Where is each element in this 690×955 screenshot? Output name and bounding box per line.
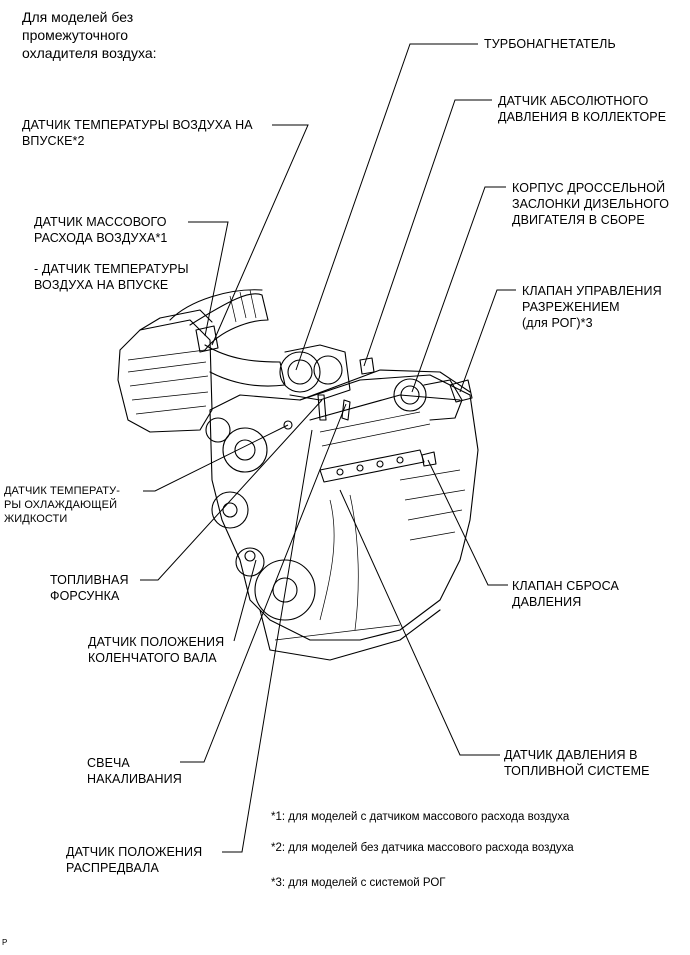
leader-turbo	[295, 43, 478, 371]
label-fuel-pressure-sensor: ДАТЧИК ДАВЛЕНИЯ В ТОПЛИВНОЙ СИСТЕМЕ	[504, 748, 650, 778]
leader-cam	[222, 429, 313, 853]
leader-relief	[427, 459, 508, 586]
label-throttle-body: КОРПУС ДРОССЕЛЬНОЙ ЗАСЛОНКИ ДИЗЕЛЬНОГО Д…	[512, 181, 670, 227]
leader-intake-temp	[211, 124, 309, 346]
label-vacuum-control-valve: КЛАПАН УПРАВЛЕНИЯ РАЗРЕЖЕНИЕМ (для РОГ)*…	[522, 284, 662, 330]
label-camshaft-position-sensor: ДАТЧИК ПОЛОЖЕНИЯ РАСПРЕДВАЛА	[66, 845, 203, 875]
leader-coolant-temp	[143, 424, 289, 492]
label-fuel-injector: ТОПЛИВНАЯ ФОРСУНКА	[50, 573, 129, 603]
label-intake-air-temp-sensor: ДАТЧИК ТЕМПЕРАТУРЫ ВОЗДУХА НА ВПУСКЕ*2	[22, 118, 253, 148]
leader-maf	[188, 221, 229, 337]
corner-mark: P	[2, 938, 8, 947]
leader-lines	[140, 43, 516, 853]
leader-map-sensor	[363, 99, 492, 367]
leader-glow	[180, 403, 347, 763]
leader-throttle	[411, 186, 506, 393]
leader-fuel-pressure	[339, 489, 500, 756]
label-manifold-pressure-sensor: ДАТЧИК АБСОЛЮТНОГО ДАВЛЕНИЯ В КОЛЛЕКТОРЕ	[498, 94, 667, 124]
footnote-2: *2: для моделей без датчика массового ра…	[271, 842, 574, 854]
label-coolant-temp-sensor: ДАТЧИК ТЕМПЕРАТУ- РЫ ОХЛАЖДАЮЩЕЙ ЖИДКОСТ…	[4, 485, 120, 525]
leader-injector	[140, 399, 323, 581]
label-turbocharger: ТУРБОНАГНЕТАТЕЛЬ	[484, 37, 616, 51]
leader-crank	[233, 559, 257, 642]
label-crankshaft-position-sensor: ДАТЧИК ПОЛОЖЕНИЯ КОЛЕНЧАТОГО ВАЛА	[88, 635, 225, 665]
footnote-3: *3: для моделей с системой РОГ	[271, 877, 446, 889]
label-mass-air-flow-sensor: ДАТЧИК МАССОВОГО РАСХОДА ВОЗДУХА*1	[34, 215, 168, 245]
diagram-title: Для моделей без промежуточного охладител…	[22, 9, 157, 61]
engine-illustration	[117, 289, 479, 661]
label-glow-plug: СВЕЧА НАКАЛИВАНИЯ	[87, 756, 182, 786]
footnote-1: *1: для моделей с датчиком массового рас…	[271, 811, 570, 823]
label-maf-intake-temp: - ДАТЧИК ТЕМПЕРАТУРЫ ВОЗДУХА НА ВПУСКЕ	[34, 262, 189, 292]
label-pressure-relief-valve: КЛАПАН СБРОСА ДАВЛЕНИЯ	[512, 579, 619, 609]
leader-vacuum-valve	[459, 289, 516, 393]
